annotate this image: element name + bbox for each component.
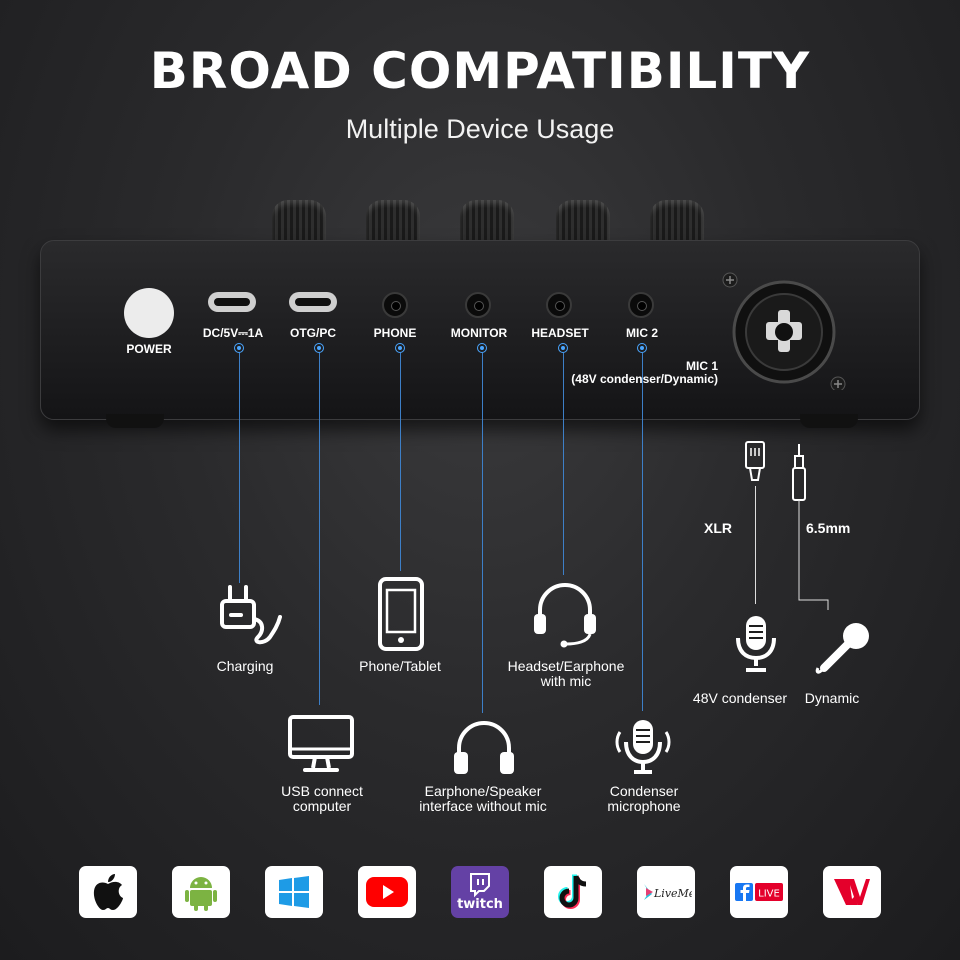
twitch-app-tile[interactable]: twitch bbox=[451, 866, 509, 918]
page-subtitle: Multiple Device Usage bbox=[345, 114, 615, 144]
knob-2[interactable] bbox=[366, 200, 420, 244]
page-title: BROAD COMPATIBILITY bbox=[149, 42, 811, 100]
dc-port bbox=[208, 292, 256, 312]
mic2-connector-line bbox=[642, 353, 643, 711]
mic2-jack-label: MIC 2 bbox=[625, 326, 658, 340]
monitor-jack bbox=[465, 292, 491, 318]
mic1-label: MIC 1 bbox=[685, 359, 718, 373]
otg-port bbox=[289, 292, 337, 312]
xlr-combo-jack bbox=[722, 272, 846, 390]
twitch-wordmark: twitch bbox=[457, 897, 503, 912]
otg-port-label: OTG/PC bbox=[289, 326, 336, 340]
app-logo-icon bbox=[834, 879, 870, 905]
dc-indicator-dot bbox=[234, 343, 244, 353]
windows-app-tile[interactable] bbox=[265, 866, 323, 918]
headset-jack bbox=[546, 292, 572, 318]
youtube-icon bbox=[366, 877, 408, 907]
headset-jack-label: HEADSET bbox=[531, 326, 589, 340]
youtube-app-tile[interactable] bbox=[358, 866, 416, 918]
liveme-icon: LiveMe bbox=[644, 884, 692, 900]
condenser-mic-icon bbox=[615, 720, 671, 774]
facebook-live-text: LIVE bbox=[758, 889, 780, 900]
knob-1[interactable] bbox=[272, 200, 326, 244]
liveme-app-tile[interactable]: LiveMe bbox=[637, 866, 695, 918]
mic2-indicator-dot bbox=[637, 343, 647, 353]
jack-cable-line bbox=[798, 500, 829, 610]
usb-computer-label-1: USB connect bbox=[281, 783, 363, 799]
apple-app-tile[interactable] bbox=[79, 866, 137, 918]
apple-icon bbox=[93, 874, 123, 910]
power-button[interactable] bbox=[124, 288, 174, 338]
dynamic-label: Dynamic bbox=[804, 690, 860, 706]
tiktok-app-tile[interactable] bbox=[544, 866, 602, 918]
headset-indicator-dot bbox=[558, 343, 568, 353]
otg-indicator-dot bbox=[314, 343, 324, 353]
earphone-label-1: Earphone/Speaker bbox=[424, 783, 542, 799]
handheld-mic-icon bbox=[815, 623, 869, 674]
tiktok-icon bbox=[558, 874, 587, 909]
phone-tablet-label: Phone/Tablet bbox=[359, 658, 441, 674]
usb-computer-label-2: computer bbox=[292, 798, 352, 814]
phone-jack-label: PHONE bbox=[373, 326, 417, 340]
monitor-indicator-dot bbox=[477, 343, 487, 353]
power-label: POWER bbox=[126, 342, 172, 356]
power-plug-icon bbox=[220, 585, 282, 645]
phone-indicator-dot bbox=[395, 343, 405, 353]
twitch-icon: twitch bbox=[457, 873, 503, 912]
facebook-live-icon: LIVE bbox=[735, 883, 783, 901]
condenser-label-2: microphone bbox=[607, 798, 681, 814]
condenser-label-1: Condenser bbox=[609, 783, 679, 799]
knob-3[interactable] bbox=[460, 200, 514, 244]
dc-connector-line bbox=[239, 353, 240, 583]
headset-mic-icon bbox=[534, 583, 596, 648]
knob-5[interactable] bbox=[650, 200, 704, 244]
jack-label: 6.5mm bbox=[806, 520, 851, 536]
condenser48-label: 48V condenser bbox=[692, 690, 788, 706]
xlr-label: XLR bbox=[704, 520, 732, 536]
earphone-label-2: interface without mic bbox=[419, 798, 547, 814]
phone-jack bbox=[382, 292, 408, 318]
monitor-connector-line bbox=[482, 353, 483, 713]
xlr-connector-icon bbox=[745, 441, 765, 481]
streaming-app-tile[interactable] bbox=[823, 866, 881, 918]
android-icon bbox=[185, 877, 217, 911]
headset-label-1: Headset/Earphone bbox=[507, 658, 625, 674]
headset-connector-line bbox=[563, 353, 564, 575]
mic1-sublabel: (48V condenser/Dynamic) bbox=[571, 372, 718, 386]
xlr-cable-line bbox=[755, 486, 756, 604]
windows-icon bbox=[279, 876, 309, 908]
android-app-tile[interactable] bbox=[172, 866, 230, 918]
phone-connector-line bbox=[400, 353, 401, 571]
facebook-live-app-tile[interactable]: LIVE bbox=[730, 866, 788, 918]
jack-connector-icon bbox=[792, 444, 806, 501]
smartphone-icon bbox=[378, 577, 424, 651]
device-foot-right bbox=[800, 414, 858, 428]
otg-connector-line bbox=[319, 353, 320, 705]
charging-label: Charging bbox=[216, 658, 274, 674]
headphones-icon bbox=[454, 721, 514, 774]
studio-mic-icon bbox=[736, 616, 776, 672]
knob-4[interactable] bbox=[556, 200, 610, 244]
headset-label-2: with mic bbox=[540, 673, 592, 689]
monitor-jack-label: MONITOR bbox=[450, 326, 508, 340]
dc-port-label: DC/5V⎓1A bbox=[202, 326, 264, 340]
device-foot-left bbox=[106, 414, 164, 428]
mic2-jack bbox=[628, 292, 654, 318]
liveme-wordmark: LiveMe bbox=[653, 887, 692, 900]
monitor-icon bbox=[288, 715, 354, 772]
